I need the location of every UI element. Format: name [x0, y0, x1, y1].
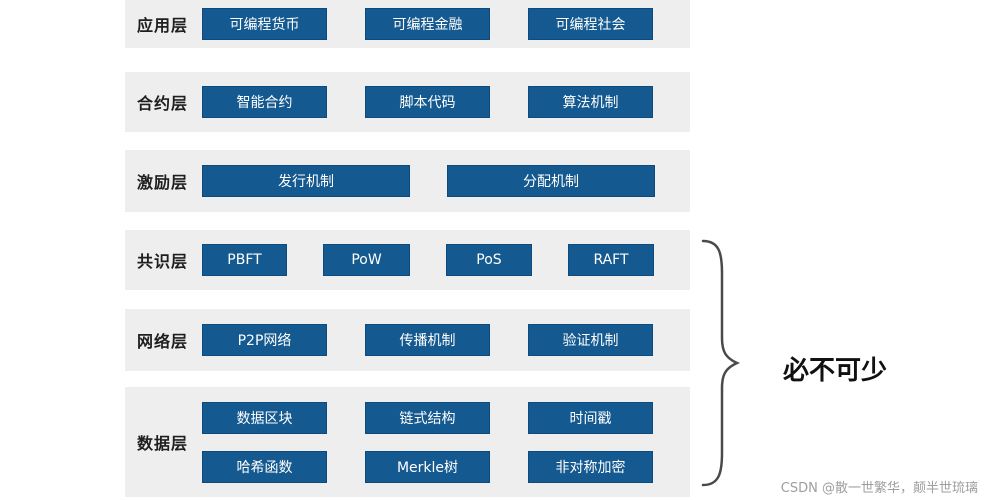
layer-box: 可编程金融: [365, 8, 490, 40]
layer-box: P2P网络: [202, 324, 327, 356]
layer-label-contract: 合约层: [137, 94, 189, 113]
layer-label-network: 网络层: [137, 332, 189, 351]
layer-row-data: 数据层 数据区块 链式结构 时间戳 哈希函数 Merkle树 非对称加密: [125, 387, 690, 497]
layer-label-consensus: 共识层: [137, 252, 189, 271]
layer-row-contract: 合约层 智能合约 脚本代码 算法机制: [125, 72, 690, 132]
brace-annotation-label: 必不可少: [783, 356, 888, 386]
watermark-text: CSDN @散一世繁华，颠半世琉璃: [780, 481, 978, 496]
layer-box: 分配机制: [447, 165, 655, 197]
layer-box: 时间戳: [528, 402, 653, 434]
layer-label-incentive: 激励层: [137, 173, 189, 192]
layer-box: PBFT: [202, 244, 287, 276]
layer-box: 算法机制: [528, 86, 653, 118]
layer-box: 链式结构: [365, 402, 490, 434]
layer-box: Merkle树: [365, 451, 490, 483]
layer-label-data: 数据层: [137, 434, 189, 453]
layer-row-incentive: 激励层 发行机制 分配机制: [125, 150, 690, 212]
layer-box: PoS: [446, 244, 532, 276]
layer-box: 数据区块: [202, 402, 327, 434]
layer-row-consensus: 共识层 PBFT PoW PoS RAFT: [125, 230, 690, 290]
layer-box: 发行机制: [202, 165, 410, 197]
layer-box: 哈希函数: [202, 451, 327, 483]
layer-box: 脚本代码: [365, 86, 490, 118]
layer-label-application: 应用层: [137, 16, 189, 35]
layer-box: 传播机制: [365, 324, 490, 356]
layer-row-network: 网络层 P2P网络 传播机制 验证机制: [125, 309, 690, 371]
layer-row-application: 应用层 可编程货币 可编程金融 可编程社会: [125, 0, 690, 48]
curly-brace-icon: [701, 239, 741, 487]
layer-box: RAFT: [568, 244, 654, 276]
layer-box: 可编程社会: [528, 8, 653, 40]
layer-box: 验证机制: [528, 324, 653, 356]
layer-box: 非对称加密: [528, 451, 653, 483]
layer-box: PoW: [323, 244, 410, 276]
layer-box: 智能合约: [202, 86, 327, 118]
layer-box: 可编程货币: [202, 8, 327, 40]
